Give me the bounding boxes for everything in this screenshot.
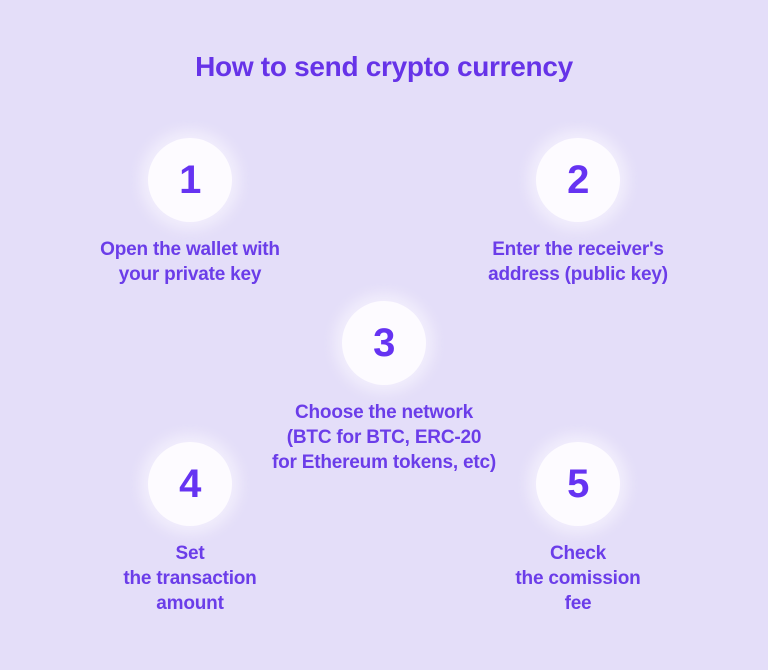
step-item-5: 5 Check the comission fee bbox=[428, 442, 728, 616]
step-item-4: 4 Set the transaction amount bbox=[40, 442, 340, 616]
step-badge-2: 2 bbox=[536, 138, 620, 222]
step-item-1: 1 Open the wallet with your private key bbox=[40, 138, 340, 287]
step-item-3: 3 Choose the network (BTC for BTC, ERC-2… bbox=[234, 301, 534, 475]
step-number-1: 1 bbox=[179, 158, 201, 202]
step-badge-5: 5 bbox=[536, 442, 620, 526]
step-badge-4: 4 bbox=[148, 442, 232, 526]
step-item-2: 2 Enter the receiver's address (public k… bbox=[428, 138, 728, 287]
step-label-1: Open the wallet with your private key bbox=[100, 239, 280, 285]
page-title: How to send crypto currency bbox=[195, 51, 573, 82]
step-number-2: 2 bbox=[567, 158, 589, 202]
step-number-3: 3 bbox=[373, 321, 395, 365]
step-label-4: Set the transaction amount bbox=[123, 543, 257, 614]
step-badge-3: 3 bbox=[342, 301, 426, 385]
step-number-5: 5 bbox=[567, 462, 589, 506]
step-badge-1: 1 bbox=[148, 138, 232, 222]
step-number-4: 4 bbox=[179, 462, 201, 506]
step-label-2: Enter the receiver's address (public key… bbox=[488, 239, 668, 285]
step-label-3: Choose the network (BTC for BTC, ERC-20 … bbox=[271, 402, 497, 473]
step-label-5: Check the comission fee bbox=[515, 543, 641, 614]
